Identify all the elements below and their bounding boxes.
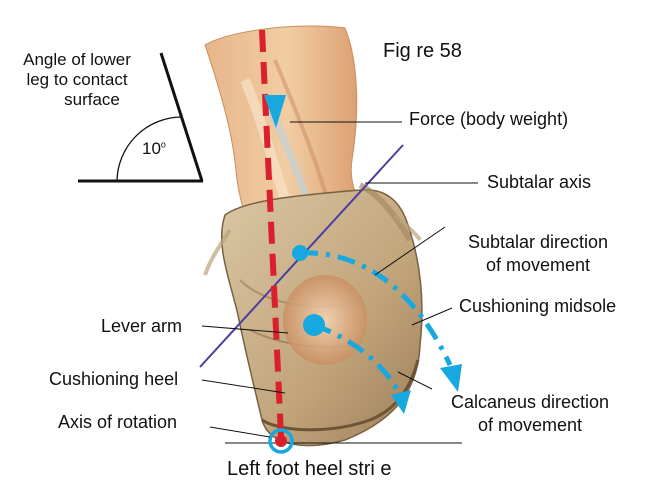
subtalar-pivot-dot — [292, 245, 308, 261]
label-subtalar-direction: Subtalar direction of movement — [448, 231, 628, 277]
calcaneus-dot — [303, 314, 325, 336]
angle-label-line-3: surface — [2, 90, 152, 110]
label-cushioning-heel: Cushioning heel — [49, 370, 178, 390]
subtalar-movement-arrowhead — [440, 364, 462, 392]
angle-value: 10o — [142, 140, 166, 159]
label-axis-of-rotation: Axis of rotation — [58, 413, 177, 433]
degree-symbol: o — [161, 139, 166, 149]
label-subtalar-axis: Subtalar axis — [487, 173, 591, 193]
label-calcaneus-direction-line-1: Calcaneus direction — [430, 391, 630, 414]
label-subtalar-direction-line-1: Subtalar direction — [448, 231, 628, 254]
angle-label-line-2: leg to contact — [2, 70, 152, 90]
axis-of-rotation-dot — [275, 435, 287, 447]
angle-label: Angle of lower leg to contact surface — [2, 50, 152, 110]
figure-caption: Left foot heel stri e — [227, 458, 392, 481]
label-lever-arm: Lever arm — [101, 317, 182, 337]
figure-title: Fig re 58 — [383, 40, 462, 63]
label-force: Force (body weight) — [409, 110, 568, 130]
label-calcaneus-direction-line-2: of movement — [430, 414, 630, 437]
label-subtalar-direction-line-2: of movement — [448, 254, 628, 277]
label-calcaneus-direction: Calcaneus direction of movement — [430, 391, 630, 437]
label-cushioning-midsole: Cushioning midsole — [459, 297, 616, 317]
angle-value-number: 10 — [142, 139, 161, 158]
angle-label-line-1: Angle of lower — [2, 50, 152, 70]
